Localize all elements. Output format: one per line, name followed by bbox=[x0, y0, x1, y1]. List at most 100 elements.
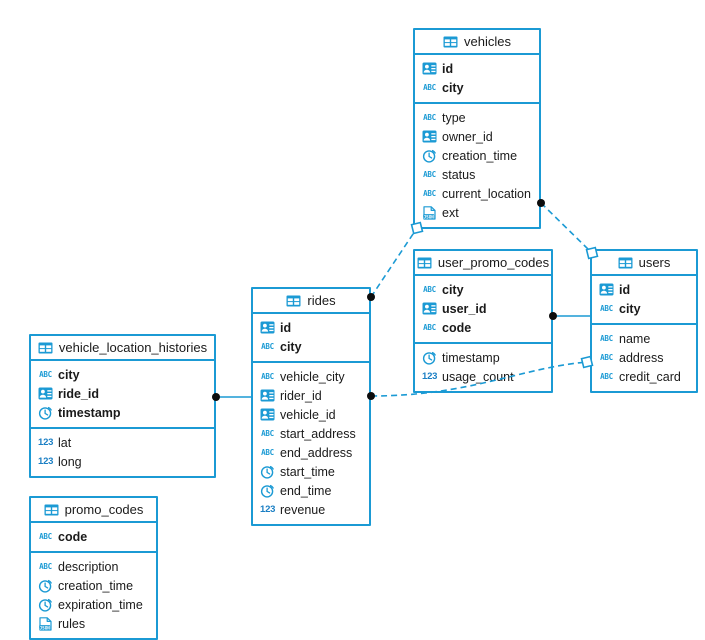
column-label: user_id bbox=[442, 301, 487, 316]
column-timestamp[interactable]: timestamp bbox=[415, 348, 551, 367]
column-label: owner_id bbox=[442, 129, 493, 144]
clock-icon bbox=[38, 598, 53, 612]
abc-icon: ABC bbox=[423, 170, 436, 179]
json-icon: JSON bbox=[422, 205, 437, 220]
column-id[interactable]: id bbox=[253, 318, 369, 337]
table-title: user_promo_codes bbox=[437, 255, 550, 270]
number-icon: 123 bbox=[38, 437, 54, 448]
table-header-vehicle_location_histories[interactable]: vehicle_location_histories bbox=[31, 336, 214, 361]
column-rider_id[interactable]: rider_id bbox=[253, 386, 369, 405]
column-id[interactable]: id bbox=[415, 59, 539, 78]
abc-icon: ABC bbox=[600, 353, 613, 362]
column-expiration_time[interactable]: expiration_time bbox=[31, 595, 156, 614]
column-creation_time[interactable]: creation_time bbox=[31, 576, 156, 595]
column-ride_id[interactable]: ride_id bbox=[31, 384, 214, 403]
column-label: city bbox=[442, 282, 464, 297]
column-start_time[interactable]: start_time bbox=[253, 462, 369, 481]
table-header-promo_codes[interactable]: promo_codes bbox=[31, 498, 156, 523]
abc-icon: ABC bbox=[39, 532, 52, 541]
table-title: vehicles bbox=[464, 34, 511, 49]
column-label: description bbox=[58, 559, 119, 574]
column-label: id bbox=[619, 282, 631, 297]
column-label: code bbox=[58, 529, 88, 544]
id-card-icon bbox=[422, 130, 437, 143]
column-label: timestamp bbox=[442, 350, 500, 365]
svg-text:JSON: JSON bbox=[424, 214, 435, 220]
column-label: start_time bbox=[280, 464, 335, 479]
column-timestamp[interactable]: timestamp bbox=[31, 403, 214, 422]
column-label: timestamp bbox=[58, 405, 121, 420]
abc-icon: ABC bbox=[261, 372, 274, 381]
column-label: creation_time bbox=[442, 148, 518, 163]
column-code[interactable]: ABC code bbox=[415, 318, 551, 337]
table-header-user_promo_codes[interactable]: user_promo_codes bbox=[415, 251, 551, 276]
column-vehicle_id[interactable]: vehicle_id bbox=[253, 405, 369, 424]
abc-icon: ABC bbox=[423, 285, 436, 294]
column-city[interactable]: ABC city bbox=[415, 280, 551, 299]
clock-icon bbox=[260, 465, 275, 479]
column-id[interactable]: id bbox=[592, 280, 696, 299]
column-label: end_address bbox=[280, 445, 353, 460]
column-label: city bbox=[58, 367, 80, 382]
column-address[interactable]: ABC address bbox=[592, 348, 696, 367]
column-vehicle_city[interactable]: ABC vehicle_city bbox=[253, 367, 369, 386]
column-city[interactable]: ABC city bbox=[31, 365, 214, 384]
column-label: city bbox=[442, 80, 464, 95]
column-label: rider_id bbox=[280, 388, 322, 403]
column-label: address bbox=[619, 350, 664, 365]
column-end_time[interactable]: end_time bbox=[253, 481, 369, 500]
abc-icon: ABC bbox=[423, 323, 436, 332]
column-label: code bbox=[442, 320, 472, 335]
clock-icon bbox=[38, 406, 53, 420]
table-header-vehicles[interactable]: vehicles bbox=[415, 30, 539, 55]
column-label: id bbox=[280, 320, 292, 335]
column-code[interactable]: ABC code bbox=[31, 527, 156, 546]
column-user_id[interactable]: user_id bbox=[415, 299, 551, 318]
table-header-users[interactable]: users bbox=[592, 251, 696, 276]
primary-key-section: ABC city ride_id timestamp bbox=[31, 361, 214, 429]
column-label: id bbox=[442, 61, 454, 76]
column-label: vehicle_city bbox=[280, 369, 345, 384]
column-creation_time[interactable]: creation_time bbox=[415, 146, 539, 165]
column-label: type bbox=[442, 110, 466, 125]
table-icon bbox=[417, 257, 432, 269]
id-card-icon bbox=[260, 321, 275, 334]
id-card-icon bbox=[422, 302, 437, 315]
clock-icon bbox=[422, 149, 437, 163]
column-owner_id[interactable]: owner_id bbox=[415, 127, 539, 146]
table-header-rides[interactable]: rides bbox=[253, 289, 369, 314]
abc-icon: ABC bbox=[39, 370, 52, 379]
column-label: current_location bbox=[442, 186, 531, 201]
column-label: city bbox=[619, 301, 641, 316]
